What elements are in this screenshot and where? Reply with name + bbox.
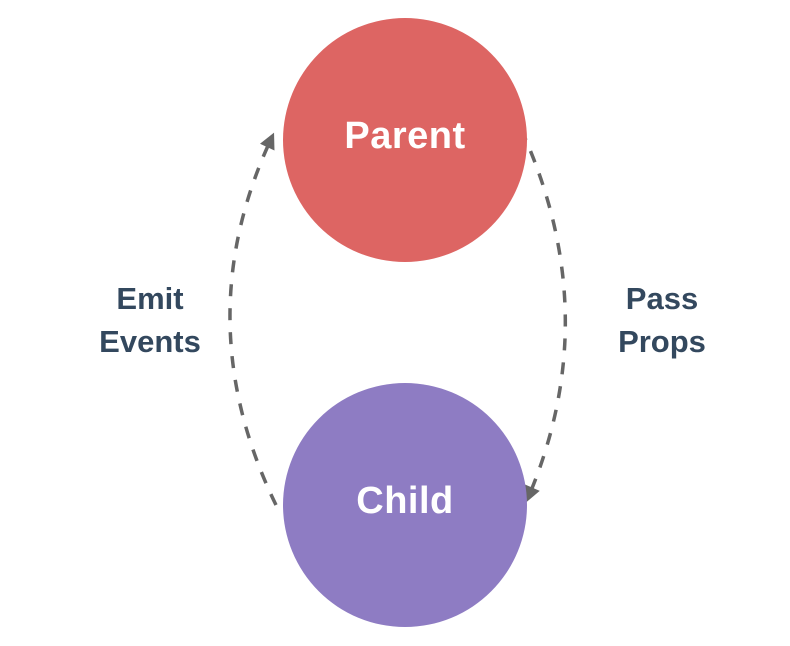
emit-events-label-line2: Events <box>99 324 201 359</box>
parent-node-label: Parent <box>344 114 466 157</box>
pass-props-arrow <box>519 128 567 503</box>
child-node: Child <box>283 383 527 627</box>
emit-events-label: Emit Events <box>50 277 250 363</box>
pass-props-label-line2: Props <box>618 324 706 359</box>
emit-events-label-line1: Emit <box>116 281 184 316</box>
pass-props-label-line1: Pass <box>625 281 699 316</box>
pass-props-label: Pass Props <box>562 277 762 363</box>
child-node-label: Child <box>356 479 454 522</box>
parent-node: Parent <box>283 18 527 262</box>
